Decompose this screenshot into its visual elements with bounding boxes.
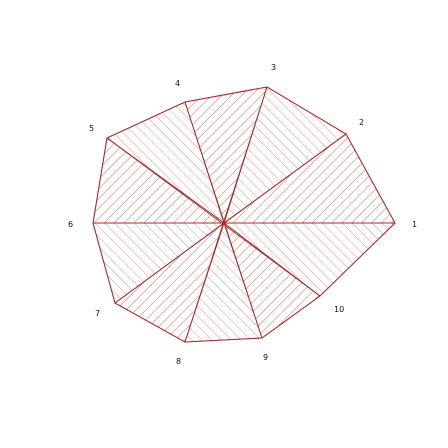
- chord-5: [184, 101, 263, 339]
- vertex-label-9: 9: [263, 353, 268, 362]
- vertex-label-10: 10: [334, 305, 344, 314]
- chord-3: [106, 137, 321, 297]
- vertex-labels: 1 2 3 4 5 6 7 8 9 10: [68, 63, 417, 366]
- vertex-label-3: 3: [271, 63, 276, 72]
- vertex-label-4: 4: [175, 79, 180, 88]
- vertex-label-7: 7: [95, 309, 100, 318]
- vertex-label-2: 2: [359, 118, 364, 127]
- chord-2: [184, 86, 268, 343]
- vertex-label-5: 5: [89, 124, 94, 133]
- vertex-label-6: 6: [68, 220, 73, 229]
- vertex-label-8: 8: [176, 357, 181, 366]
- chord-4: [114, 133, 347, 304]
- triangle-fan: [92, 86, 396, 343]
- polygon-outline: [92, 86, 396, 343]
- vertex-label-1: 1: [412, 220, 417, 229]
